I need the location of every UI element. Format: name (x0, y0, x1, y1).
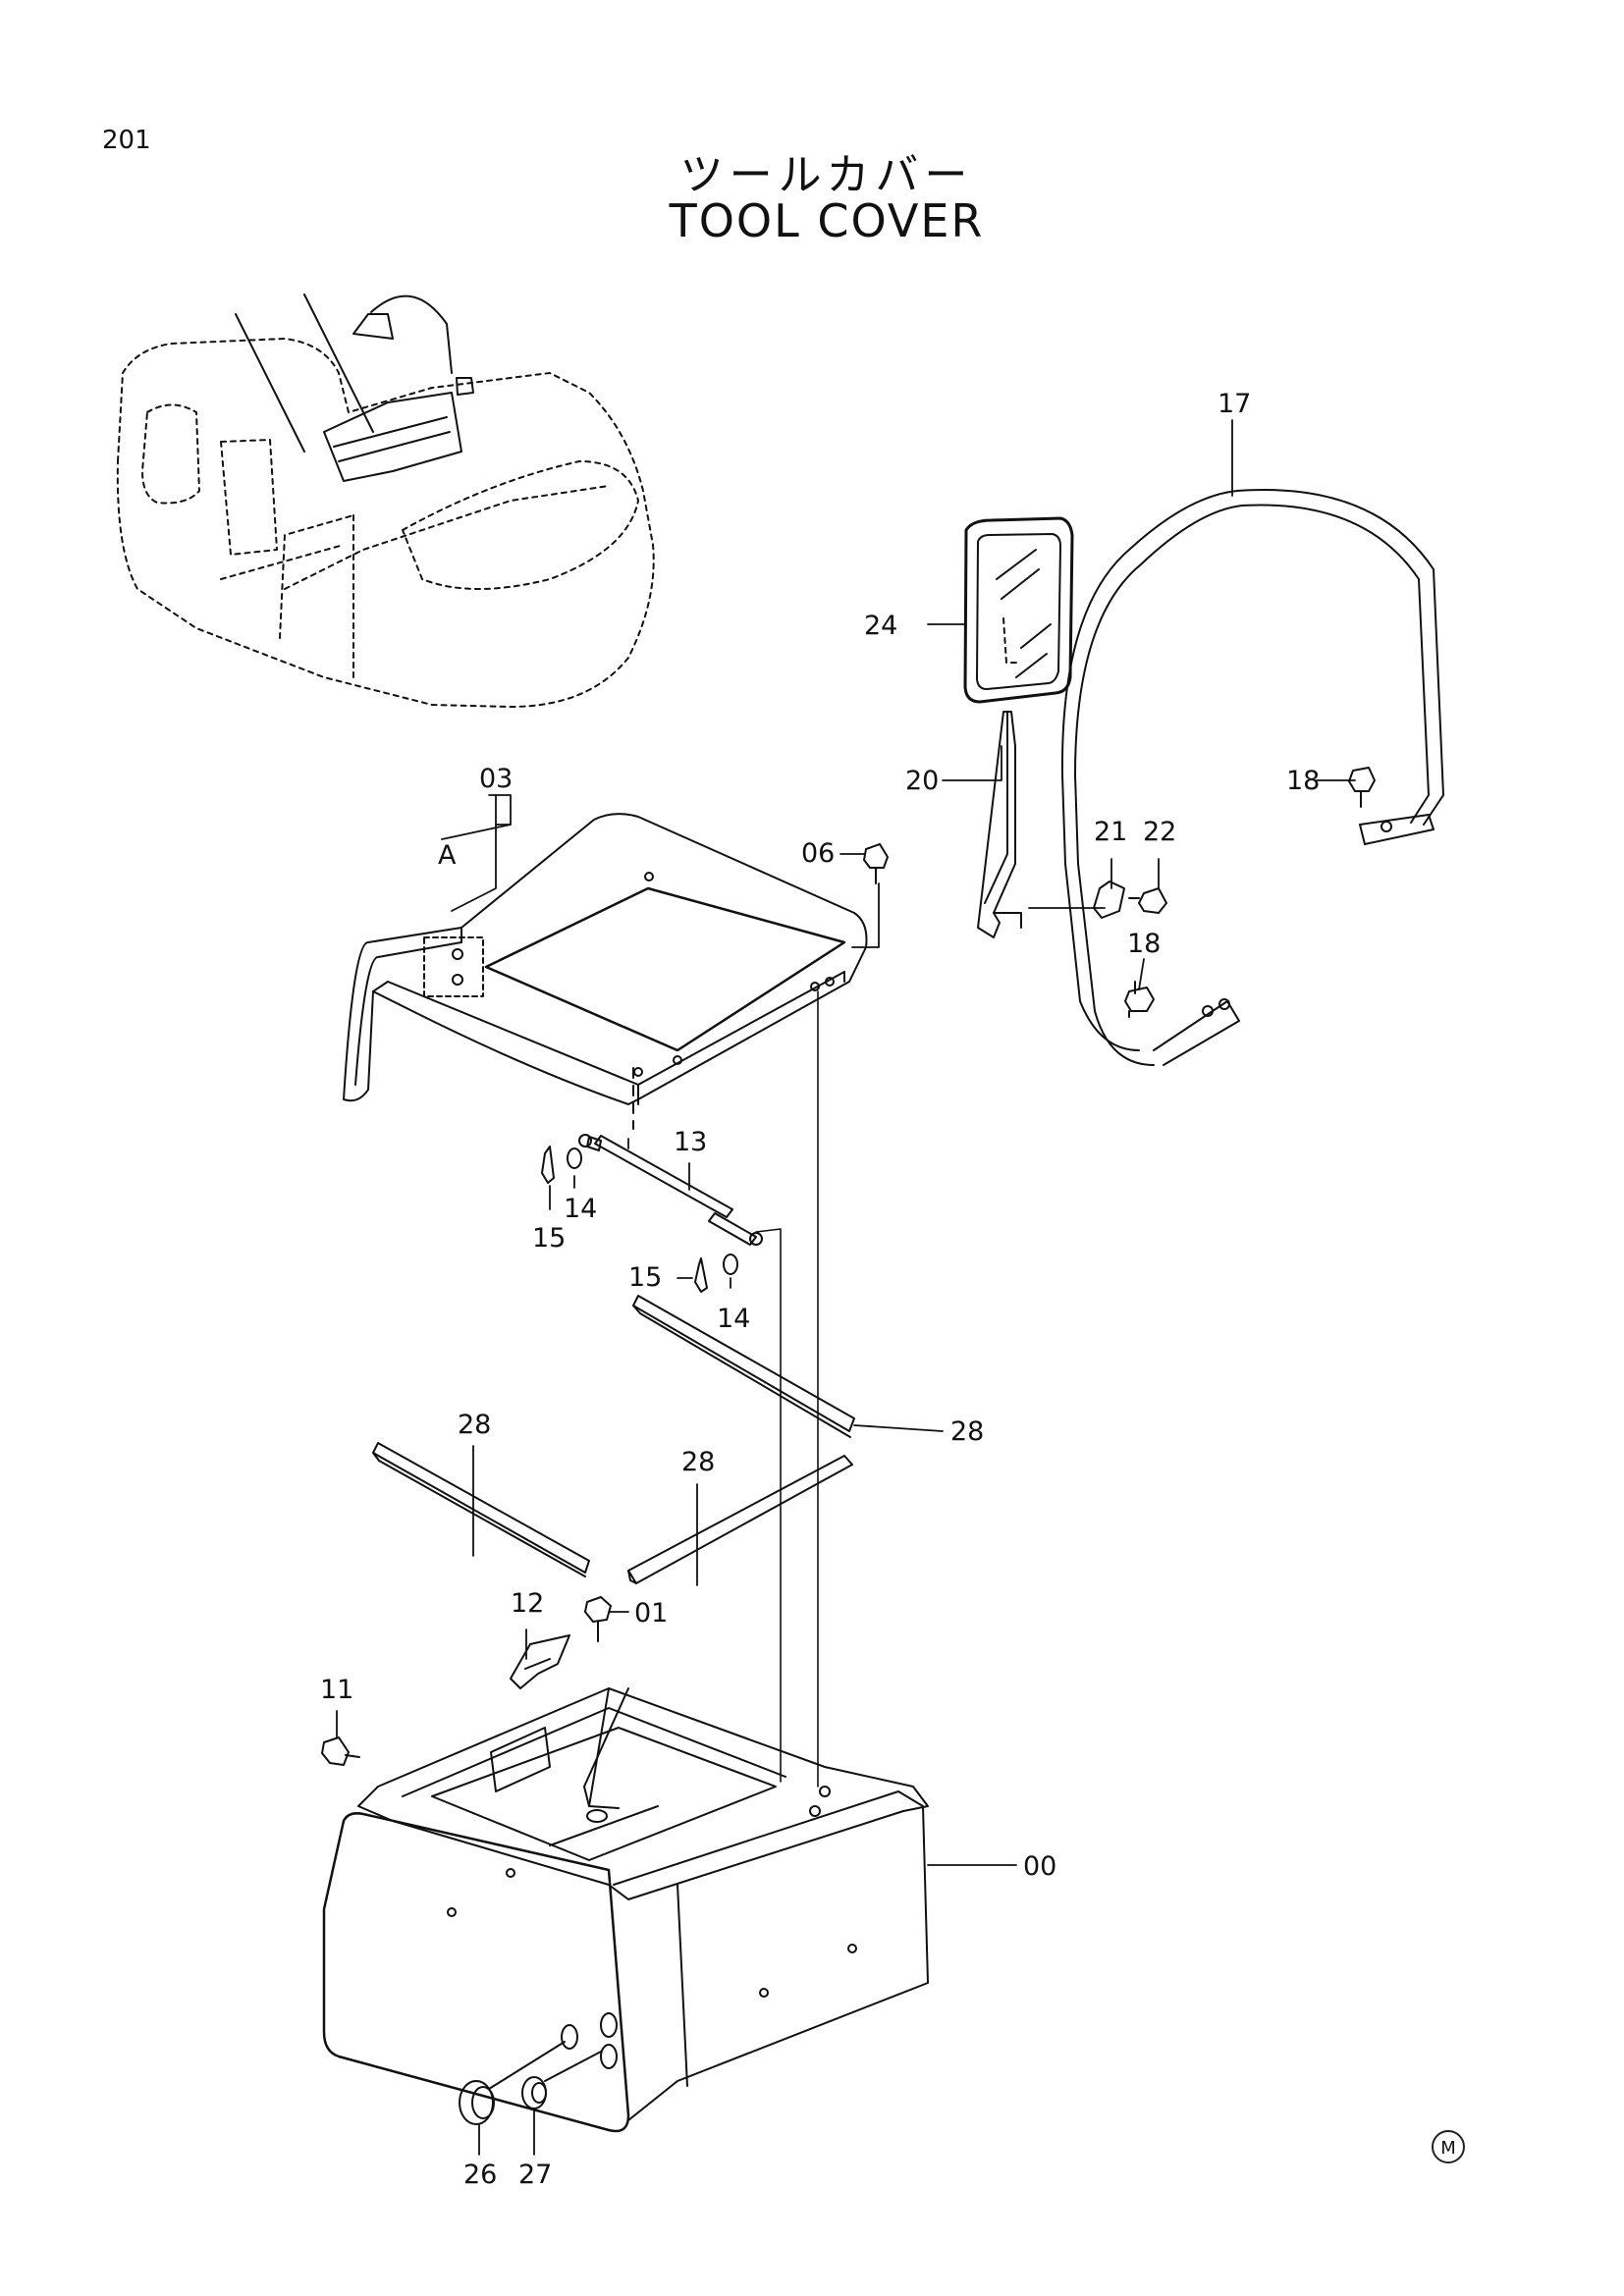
callout-15-lower: 15 (628, 1262, 663, 1293)
grommets (460, 2042, 601, 2124)
overview-highlight (236, 294, 473, 481)
callout-28-right: 28 (950, 1416, 985, 1447)
callout-11: 11 (320, 1675, 354, 1705)
callout-17: 17 (1218, 389, 1252, 419)
page-number: 201 (102, 126, 151, 155)
callout-13: 13 (674, 1127, 708, 1157)
callout-14-lower: 14 (717, 1304, 751, 1334)
callout-01: 01 (634, 1598, 669, 1629)
callout-20: 20 (905, 766, 940, 796)
callout-27: 27 (518, 2160, 553, 2190)
latch-and-bolts (322, 844, 888, 1765)
callout-21: 21 (1094, 817, 1128, 847)
tool-box-body (324, 1688, 928, 2131)
callout-26: 26 (463, 2160, 498, 2190)
callout-03: 03 (479, 764, 514, 794)
callout-12: 12 (511, 1588, 545, 1619)
mirror-assembly (965, 518, 1166, 937)
tool-cover-lid (344, 814, 867, 1129)
callout-view-a: A (438, 840, 457, 871)
callout-24: 24 (864, 611, 898, 641)
machine-overview (118, 339, 654, 707)
seal-strips (373, 1296, 854, 1583)
callout-14-upper: 14 (564, 1194, 598, 1224)
callout-28-middle: 28 (681, 1447, 716, 1477)
callout-18-top: 18 (1286, 766, 1321, 796)
handrail (1062, 490, 1443, 1065)
model-mark-icon: M (1432, 2130, 1465, 2163)
leader-lines (337, 420, 1355, 2155)
callout-22: 22 (1143, 817, 1177, 847)
callout-00: 00 (1023, 1851, 1057, 1882)
callout-15-upper: 15 (532, 1223, 567, 1254)
callout-18-bottom: 18 (1127, 929, 1162, 959)
callout-28-left: 28 (458, 1410, 492, 1440)
title-japanese: ツールカバー (679, 150, 974, 200)
title-english: TOOL COVER (669, 194, 985, 247)
callout-06: 06 (801, 838, 836, 869)
gas-spring (542, 1135, 762, 1292)
